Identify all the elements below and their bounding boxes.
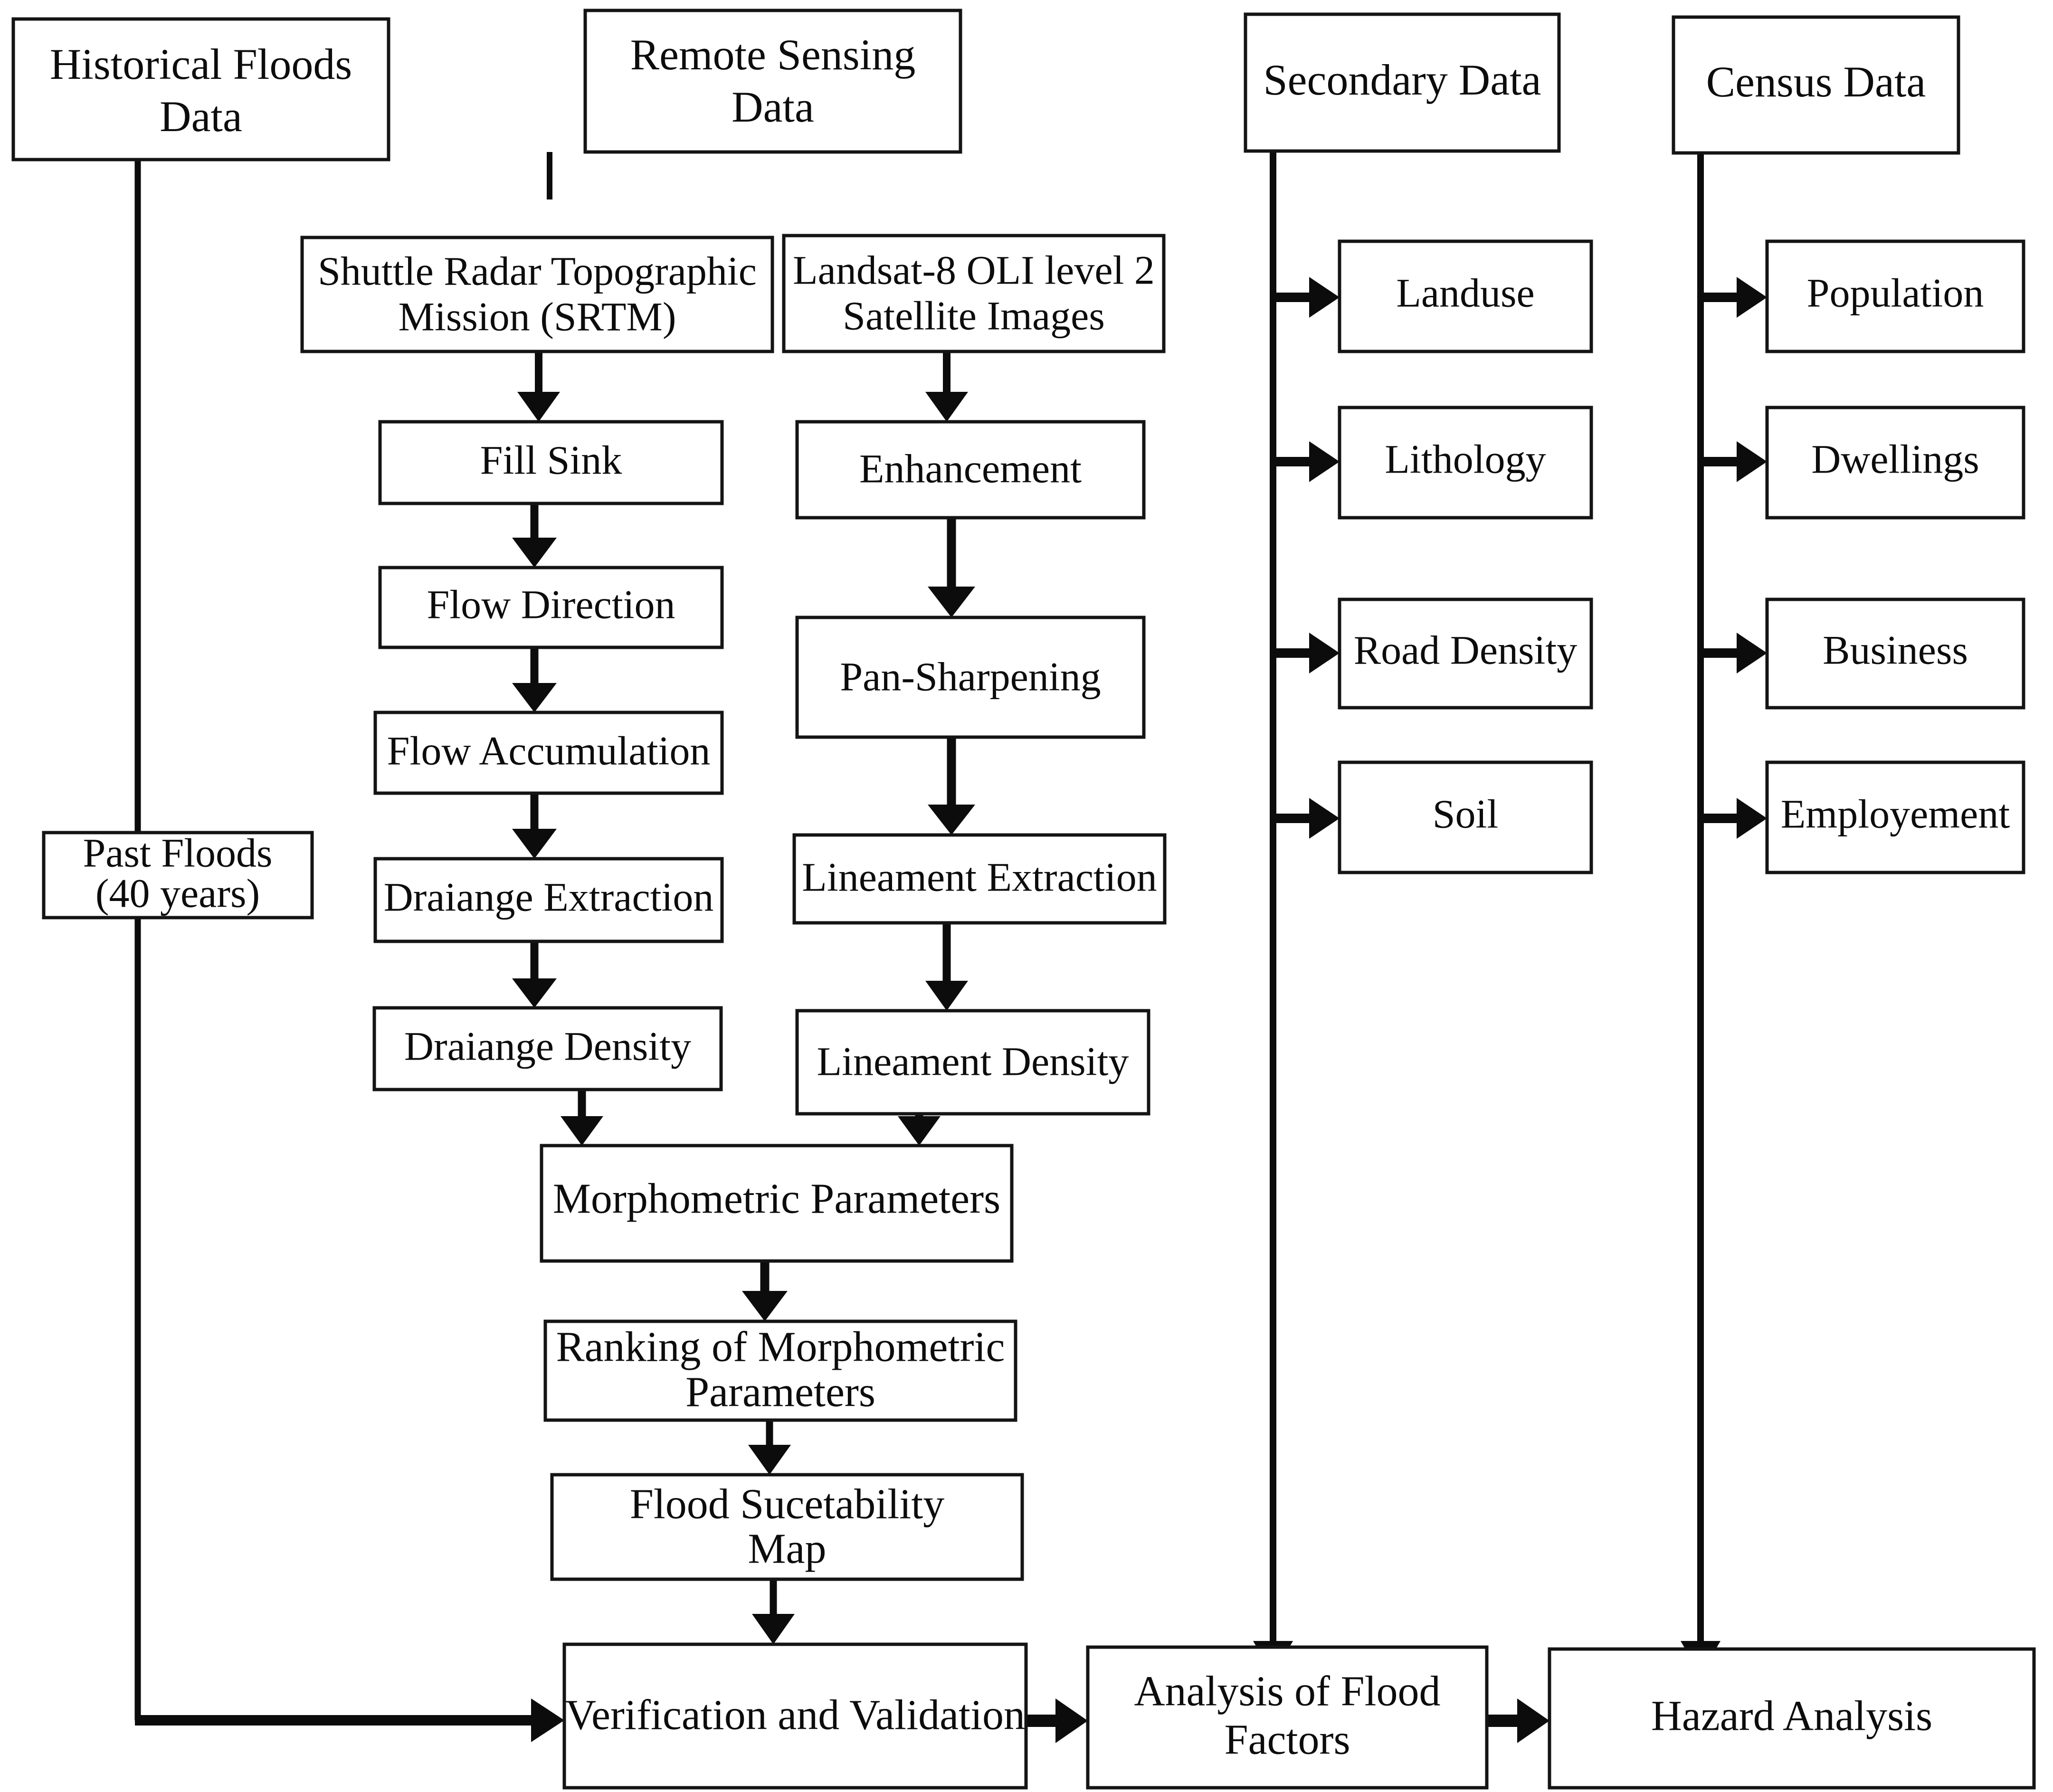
node-past-floods[interactable]: Past Floods (40 years)	[42, 830, 314, 920]
node-label-drainage-density: Draiange Density	[404, 1024, 691, 1069]
arrowhead-flowacc	[512, 683, 557, 712]
node-historical-floods-data[interactable]: Historical Floods Data	[11, 17, 390, 161]
node-label-lithology: Lithology	[1385, 436, 1546, 482]
node-label-flow-accumulation: Flow Accumulation	[387, 728, 711, 774]
node-drainage-density[interactable]: Draiange Density	[372, 1006, 723, 1091]
node-ranking-of-morphometric-parameters[interactable]: Ranking of Morphometric Parameters	[543, 1319, 1017, 1422]
node-label-analysis-line2: Factors	[1225, 1716, 1350, 1764]
node-flow-direction[interactable]: Flow Direction	[378, 566, 724, 649]
node-label-population: Population	[1807, 270, 1984, 316]
arrowhead-dwellings	[1737, 441, 1767, 482]
arrowhead-drainext	[512, 829, 557, 859]
arrowhead-floodmap	[748, 1445, 791, 1475]
arrowhead-employment	[1737, 798, 1767, 839]
arrowhead-draindens	[512, 978, 557, 1008]
arrowhead-flowdir	[512, 538, 557, 568]
node-fill-sink[interactable]: Fill Sink	[378, 420, 724, 505]
node-label-remote-sensing-data-line2: Data	[732, 83, 814, 131]
arrowhead-analysis-left	[1055, 1698, 1088, 1743]
node-morphometric-parameters[interactable]: Morphometric Parameters	[540, 1144, 1014, 1263]
node-label-srtm-line1: Shuttle Radar Topographic	[318, 248, 757, 294]
node-pan-sharpening[interactable]: Pan-Sharpening	[795, 616, 1146, 739]
node-drainage-extraction[interactable]: Draiange Extraction	[373, 857, 724, 943]
node-employment[interactable]: Employement	[1765, 760, 2025, 874]
node-census-data[interactable]: Census Data	[1672, 15, 1960, 155]
node-secondary-data[interactable]: Secondary Data	[1244, 12, 1561, 153]
node-label-lineament-density: Lineament Density	[817, 1039, 1129, 1084]
node-label-business: Business	[1823, 627, 1968, 673]
node-lineament-density[interactable]: Lineament Density	[795, 1009, 1150, 1116]
arrowhead-ranking	[742, 1291, 788, 1321]
node-srtm[interactable]: Shuttle Radar Topographic Mission (SRTM)	[300, 236, 774, 353]
node-label-srtm-line2: Mission (SRTM)	[399, 294, 676, 340]
node-label-verification-and-validation: Verification and Validation	[565, 1692, 1025, 1739]
node-label-ranking-line1: Ranking of Morphometric	[556, 1324, 1005, 1371]
arrowhead-roaddensity	[1309, 633, 1340, 673]
node-label-landuse: Landuse	[1396, 270, 1534, 316]
node-label-enhancement: Enhancement	[859, 446, 1082, 492]
node-label-morphometric-parameters: Morphometric Parameters	[553, 1176, 1000, 1223]
node-label-analysis-line1: Analysis of Flood	[1134, 1668, 1440, 1715]
node-landsat[interactable]: Landsat-8 OLI level 2 Satellite Images	[782, 234, 1166, 353]
node-flood-suitability-map[interactable]: Flood Sucetability Map	[550, 1473, 1024, 1581]
arrowhead-morph-right	[898, 1116, 941, 1146]
arrowhead-linedens	[925, 981, 968, 1011]
node-label-drainage-extraction: Draiange Extraction	[384, 874, 714, 920]
arrowhead-lineext	[928, 805, 975, 835]
node-business[interactable]: Business	[1765, 597, 2025, 710]
arrowhead-verification-top	[752, 1614, 795, 1644]
node-label-secondary-data: Secondary Data	[1264, 56, 1541, 104]
node-label-flow-direction: Flow Direction	[427, 582, 675, 627]
node-dwellings[interactable]: Dwellings	[1765, 406, 2025, 520]
arrowhead-fillsink	[517, 392, 560, 422]
node-label-census-data: Census Data	[1706, 57, 1926, 106]
arrowhead-pansharp	[928, 587, 975, 617]
node-label-flood-map-line2: Map	[748, 1526, 827, 1573]
node-lineament-extraction[interactable]: Lineament Extraction	[792, 833, 1167, 925]
node-label-past-floods-line1: Past Floods	[83, 830, 272, 876]
arrowhead-landuse	[1309, 277, 1340, 318]
arrowhead-verification-left	[531, 1698, 564, 1742]
node-label-dwellings: Dwellings	[1811, 436, 1979, 482]
node-label-lineament-extraction: Lineament Extraction	[802, 854, 1157, 900]
node-remote-sensing-data[interactable]: Remote Sensing Data	[583, 9, 962, 154]
node-flow-accumulation[interactable]: Flow Accumulation	[373, 711, 724, 795]
node-landuse[interactable]: Landuse	[1338, 239, 1593, 353]
node-enhancement[interactable]: Enhancement	[795, 420, 1146, 520]
node-label-fill-sink: Fill Sink	[480, 437, 622, 483]
node-verification-and-validation[interactable]: Verification and Validation	[562, 1642, 1028, 1790]
node-label-road-density: Road Density	[1354, 627, 1578, 673]
node-population[interactable]: Population	[1765, 239, 2025, 353]
node-road-density[interactable]: Road Density	[1338, 597, 1593, 710]
node-label-landsat-line2: Satellite Images	[843, 293, 1105, 339]
node-label-historical-floods-data-line2: Data	[160, 92, 242, 141]
node-label-pan-sharpening: Pan-Sharpening	[840, 654, 1101, 700]
node-hazard-analysis[interactable]: Hazard Analysis	[1548, 1647, 2036, 1790]
arrowhead-soil	[1309, 798, 1340, 839]
node-analysis-of-flood-factors[interactable]: Analysis of Flood Factors	[1086, 1645, 1489, 1790]
node-label-past-floods-line2: (40 years)	[95, 871, 260, 916]
arrowhead-hazard-left	[1517, 1698, 1549, 1743]
node-label-hazard-analysis: Hazard Analysis	[1651, 1693, 1932, 1740]
node-lithology[interactable]: Lithology	[1338, 406, 1593, 520]
arrowhead-population	[1737, 277, 1767, 318]
arrowhead-morph-left	[561, 1116, 603, 1146]
node-label-soil: Soil	[1433, 791, 1499, 837]
node-soil[interactable]: Soil	[1338, 760, 1593, 874]
node-label-flood-map-line1: Flood Sucetability	[630, 1481, 944, 1528]
node-label-ranking-line2: Parameters	[685, 1369, 875, 1416]
node-label-remote-sensing-data-line1: Remote Sensing	[630, 30, 916, 79]
arrowhead-lithology	[1309, 441, 1340, 482]
node-label-employment: Employement	[1781, 791, 2010, 837]
node-label-landsat-line1: Landsat-8 OLI level 2	[793, 247, 1155, 293]
arrowhead-enhance	[925, 392, 968, 422]
arrowhead-business	[1737, 633, 1767, 673]
node-label-historical-floods-data-line1: Historical Floods	[50, 40, 352, 88]
